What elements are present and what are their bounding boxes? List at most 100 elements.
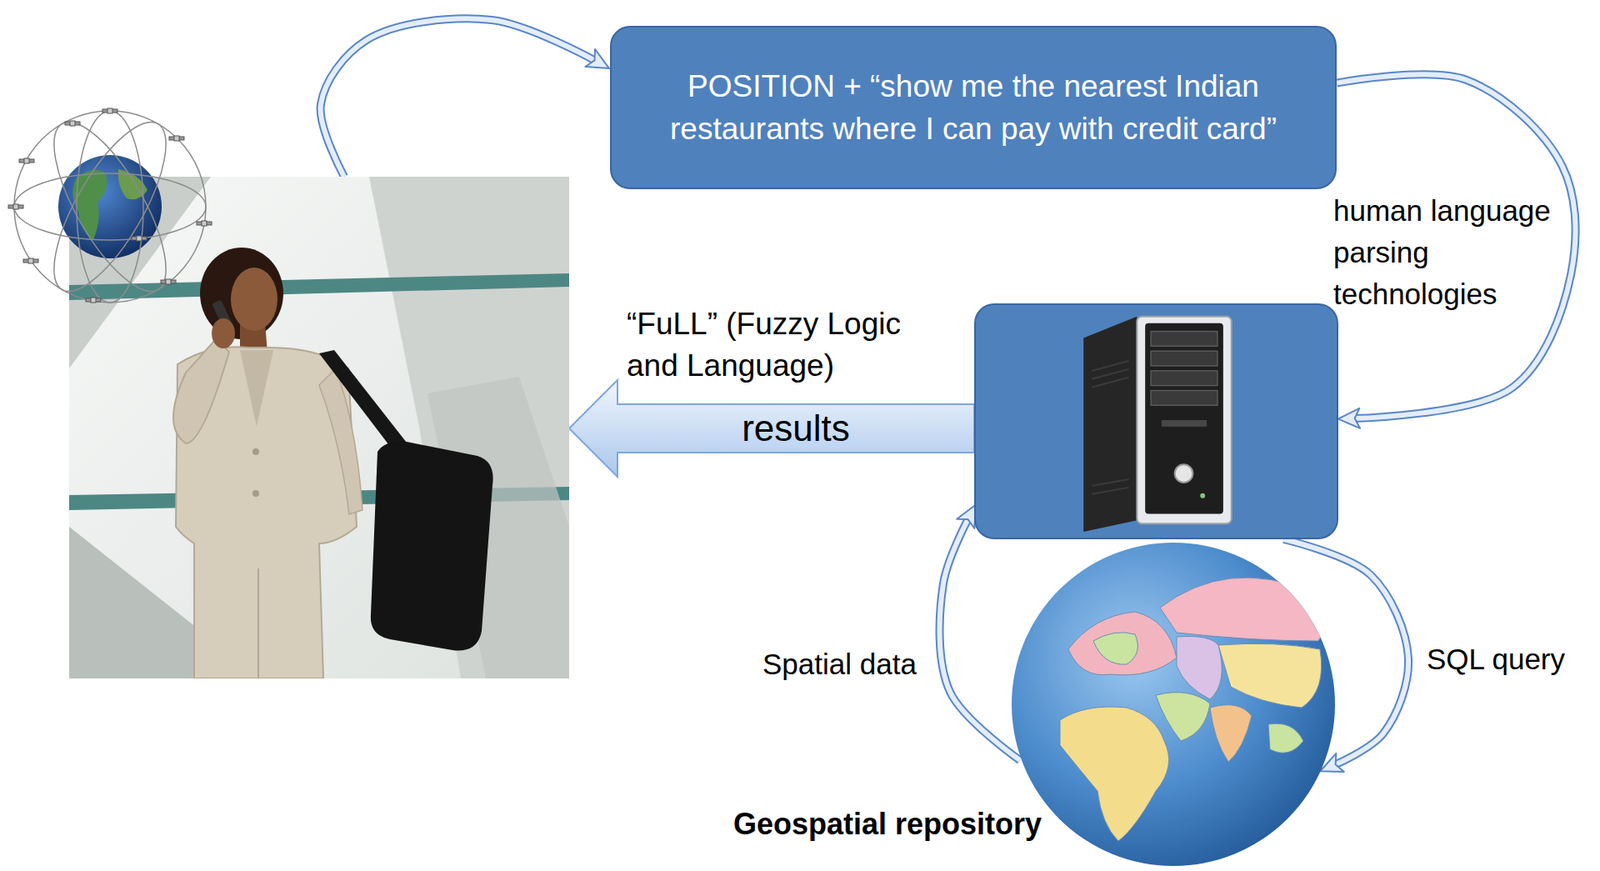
continents [1155, 692, 1210, 741]
edge-label-slot: human language parsing technologies [1333, 190, 1584, 315]
satellite-globe-icon [196, 221, 212, 225]
arrow-ribbon [320, 18, 597, 177]
woman-figure [370, 441, 494, 651]
block-arrow-body [569, 380, 975, 477]
edge-label-slot: Spatial data [762, 646, 917, 682]
satellite-globe-icon [196, 220, 212, 226]
globe-map [1011, 542, 1335, 866]
satellite-globe-icon [76, 110, 144, 303]
computer-tower [1091, 360, 1129, 495]
woman-photo [69, 176, 570, 679]
continents [1268, 723, 1304, 753]
computer-tower [1091, 487, 1129, 495]
edge-label: SQL query [1426, 641, 1565, 677]
satellite-globe-icon [169, 135, 185, 141]
query-text: POSITION + “show me the nearest Indian r… [635, 65, 1312, 150]
continents [1060, 577, 1324, 841]
satellite-globe-icon [14, 110, 206, 303]
edge-label: Spatial data [762, 646, 917, 682]
continents [1093, 632, 1138, 665]
satellite-globe-icon [65, 120, 80, 126]
arrow-outline [940, 517, 1020, 760]
satellite-globe-icon [201, 220, 207, 226]
satellite-globe-icon [85, 298, 101, 302]
satellite-globe-icon [102, 108, 118, 114]
globe-map [1010, 540, 1337, 868]
satellite-globe-icon [58, 155, 162, 259]
repository-heading: Geospatial repository [733, 805, 1042, 842]
block-arrow [569, 380, 975, 477]
server-box [974, 303, 1339, 540]
satellite-globe-icon [14, 106, 206, 306]
satellite-globe-icon [23, 259, 39, 263]
satellite-globe-icon [107, 108, 113, 114]
computer-tower [1161, 420, 1207, 427]
repository-globe: Geospatial repository [1010, 540, 1337, 868]
photo-scene [69, 176, 570, 679]
note-label: “FuLL” (Fuzzy Logic and Language) [626, 303, 927, 387]
woman-figure [173, 247, 494, 679]
woman-figure [173, 339, 230, 444]
satellite-globe-icon [169, 136, 185, 140]
query-box: POSITION + “show me the nearest Indian r… [610, 25, 1337, 190]
computer-tower [1150, 331, 1218, 347]
continents [1176, 635, 1222, 700]
computer-tower [975, 305, 1337, 538]
user-photo [69, 176, 570, 679]
satellite-globe-icon [28, 258, 34, 264]
note-slot: “FuLL” (Fuzzy Logic and Language) [626, 303, 927, 387]
computer-tower [1091, 479, 1129, 486]
edge-label: results [741, 407, 850, 450]
satellite-globe-icon [160, 280, 176, 284]
woman-figure [200, 247, 284, 340]
satellite-globe-icon [174, 135, 180, 141]
satellite-globe-icon [24, 158, 30, 164]
computer-tower [1145, 323, 1224, 515]
satellite-globe-icon [90, 297, 96, 303]
computer-tower [1150, 350, 1218, 366]
continents [1218, 643, 1322, 708]
woman-figure [240, 350, 274, 427]
curved-arrow [940, 517, 1020, 760]
satellite-globe-icon [70, 120, 75, 126]
woman-figure [252, 490, 260, 497]
satellite-globe-icon [165, 279, 171, 285]
satellite-globe-icon [131, 236, 147, 240]
woman-figure [257, 568, 260, 679]
woman-figure [252, 448, 260, 455]
edge-label-slot: results [741, 407, 850, 450]
satellite-globe-icon [19, 158, 35, 164]
computer-tower [1150, 331, 1218, 406]
satellite-globe-icon [8, 205, 24, 209]
continents [1160, 577, 1324, 641]
computer-tower [1083, 316, 1137, 532]
computer-tower [1200, 493, 1205, 499]
satellite-globe-icon [19, 159, 35, 163]
photo-scene [369, 176, 570, 679]
edge-label: human language parsing technologies [1333, 190, 1584, 315]
satellite-globe-icon [85, 297, 101, 303]
computer-tower [1175, 464, 1194, 483]
edge-label-slot: SQL query [1426, 641, 1565, 677]
computer-tower [1150, 390, 1218, 406]
computer-tower [1091, 360, 1129, 371]
curved-arrow [320, 18, 597, 177]
satellite-globe-icon [8, 106, 212, 306]
computer-tower [1150, 370, 1218, 386]
woman-figure [211, 318, 235, 349]
continents [1210, 705, 1252, 762]
satellite-globe-icon [136, 235, 142, 241]
continents [1060, 706, 1170, 841]
computer-tower [1091, 377, 1129, 388]
photo-scene [69, 176, 570, 679]
computer-tower [1136, 316, 1231, 524]
continents [1068, 611, 1177, 675]
satellite-globe-icon [160, 279, 176, 285]
satellite-globe-icon [8, 204, 24, 210]
satellite-globe-icon [14, 173, 206, 240]
woman-figure [230, 267, 278, 331]
satellite-globe-icon [131, 235, 147, 241]
satellite-globe-icon [13, 204, 19, 210]
